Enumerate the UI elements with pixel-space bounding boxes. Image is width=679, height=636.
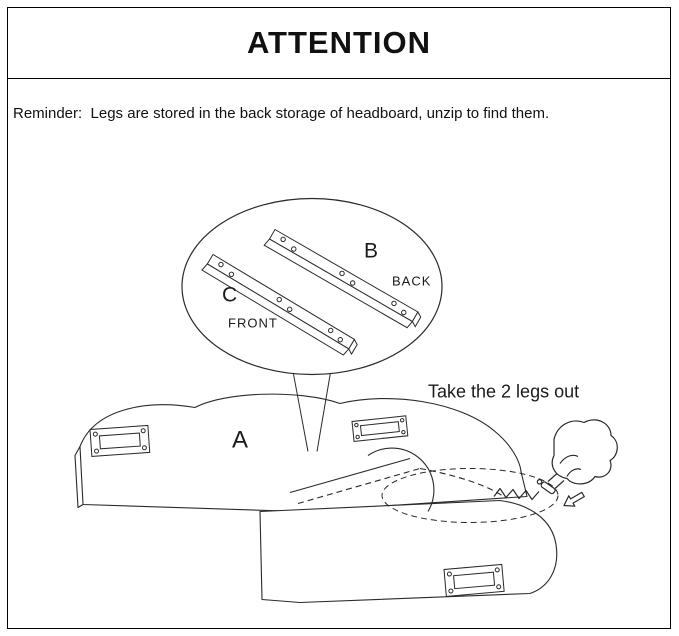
headboard-label: A bbox=[232, 427, 248, 454]
leg-b bbox=[263, 228, 422, 329]
leg-b-label: B bbox=[364, 240, 378, 263]
bracket-left bbox=[89, 424, 151, 457]
content-panel: Reminder: Legs are stored in the back st… bbox=[7, 79, 671, 629]
instruction-text: Take the 2 legs out bbox=[428, 382, 579, 402]
assembly-diagram: B BACK C FRONT A Take the 2 legs out bbox=[74, 197, 618, 604]
motion-dashed-path bbox=[381, 468, 559, 523]
leg-b-caption: BACK bbox=[392, 274, 431, 289]
leg-c-label: C bbox=[222, 284, 237, 307]
zipper-path-dashed bbox=[419, 467, 506, 498]
zipper-track-dashed bbox=[297, 467, 421, 505]
hand-finger-line-1 bbox=[559, 454, 579, 464]
leg-c-caption: FRONT bbox=[228, 316, 278, 331]
hand-finger-line-2 bbox=[566, 468, 582, 477]
direction-arrow-icon bbox=[563, 491, 585, 507]
zipper-seam-line bbox=[289, 457, 411, 494]
zipper-pull bbox=[536, 478, 556, 495]
hand-pinch-line-2 bbox=[554, 480, 565, 489]
bracket-bottom bbox=[443, 563, 505, 597]
magnifier-ellipse bbox=[181, 197, 443, 376]
instruction-sheet: ATTENTION Reminder: Legs are stored in t… bbox=[7, 7, 671, 629]
reminder-text: Reminder: Legs are stored in the back st… bbox=[13, 105, 550, 122]
bracket-middle bbox=[351, 415, 409, 442]
callout-lines bbox=[292, 369, 332, 452]
headboard-upper-panel bbox=[79, 393, 528, 513]
page-title: ATTENTION bbox=[246, 25, 432, 60]
attention-header: ATTENTION bbox=[7, 7, 671, 79]
hand-outline bbox=[551, 419, 618, 485]
zipper-flap bbox=[367, 447, 435, 512]
magnifier-callout: B BACK C FRONT bbox=[181, 197, 443, 376]
zipper-teeth bbox=[493, 487, 540, 501]
hand-pinch-line-1 bbox=[547, 473, 558, 482]
leg-c bbox=[201, 253, 358, 356]
hand-illustration bbox=[493, 419, 618, 507]
headboard-lower-panel bbox=[259, 499, 558, 604]
headboard-left-edge bbox=[74, 446, 84, 509]
zipper-opening bbox=[289, 447, 506, 512]
